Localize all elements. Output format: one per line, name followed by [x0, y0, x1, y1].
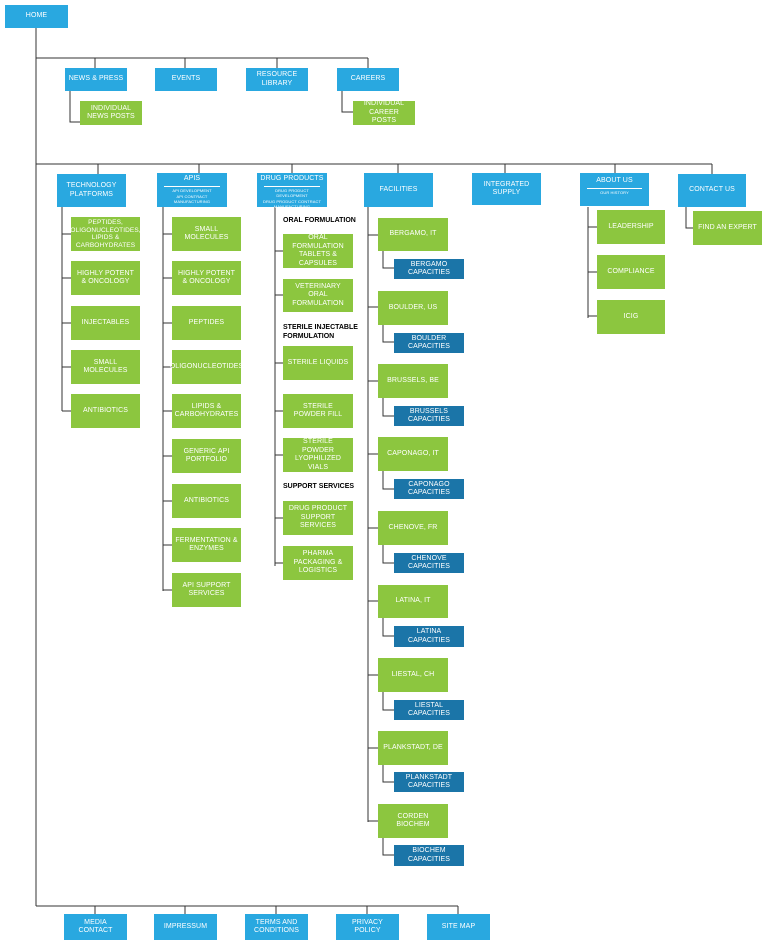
facilities-node[interactable]: FACILITIES [364, 173, 433, 207]
facility-capacities-node[interactable]: CHENOVE CAPACITIES [394, 553, 464, 573]
about-item[interactable]: ICIG [597, 300, 665, 334]
apis-item[interactable]: OLIGONUCLEOTIDES [170, 350, 243, 384]
apis-node[interactable]: APIS API DEVELOPMENT API CONTRACT MANUFA… [157, 173, 227, 207]
footer-media-contact[interactable]: MEDIA CONTACT [64, 914, 127, 940]
facility-node[interactable]: CORDEN BIOCHEM [378, 804, 448, 838]
facility-capacities-node[interactable]: LIESTAL CAPACITIES [394, 700, 464, 720]
divider [263, 185, 321, 187]
apis-item[interactable]: LIPIDS & CARBOHYDRATES [172, 394, 241, 428]
events-node[interactable]: EVENTS [155, 68, 217, 91]
apis-item[interactable]: SMALL MOLECULES [172, 217, 241, 251]
apis-item[interactable]: FERMENTATION & ENZYMES [172, 528, 241, 562]
divider [586, 187, 643, 189]
drug-products-node[interactable]: DRUG PRODUCTS DRUG PRODUCT DEVELOPMENT D… [257, 173, 327, 209]
about-item[interactable]: COMPLIANCE [597, 255, 665, 289]
careers-node[interactable]: CAREERS [337, 68, 399, 91]
about-item[interactable]: LEADERSHIP [597, 210, 665, 244]
drug-item[interactable]: DRUG PRODUCT SUPPORT SERVICES [283, 501, 353, 535]
individual-news-posts-node[interactable]: INDIVIDUAL NEWS POSTS [80, 101, 142, 125]
facility-capacities-node[interactable]: BOULDER CAPACITIES [394, 333, 464, 353]
facility-node[interactable]: CHENOVE, FR [378, 511, 448, 545]
facility-capacities-node[interactable]: BIOCHEM CAPACITIES [394, 845, 464, 866]
technology-item[interactable]: INJECTABLES [71, 306, 140, 340]
apis-item[interactable]: API SUPPORT SERVICES [172, 573, 241, 607]
apis-item[interactable]: GENERIC API PORTFOLIO [172, 439, 241, 473]
home-node[interactable]: HOME [5, 5, 68, 28]
facility-capacities-node[interactable]: PLANKSTADT CAPACITIES [394, 772, 464, 792]
oral-formulation-label: ORAL FORMULATION [283, 217, 356, 224]
contact-us-node[interactable]: CONTACT US [678, 174, 746, 207]
technology-item[interactable]: HIGHLY POTENT & ONCOLOGY [71, 261, 140, 295]
footer-terms[interactable]: TERMS AND CONDITIONS [245, 914, 308, 940]
facility-node[interactable]: LATINA, IT [378, 585, 448, 618]
support-services-label: SUPPORT SERVICES [283, 483, 355, 490]
technology-item[interactable]: PEPTIDES, OLIGONUCLEOTIDES, LIPIDS & CAR… [70, 217, 141, 251]
facility-node[interactable]: CAPONAGO, IT [378, 437, 448, 471]
facility-capacities-node[interactable]: BRUSSELS CAPACITIES [394, 406, 464, 426]
drug-item[interactable]: STERILE POWDER LYOPHILIZED VIALS [283, 438, 353, 472]
facility-node[interactable]: PLANKSTADT, DE [378, 731, 448, 765]
individual-career-posts-node[interactable]: INDIVIDUAL CAREER POSTS [353, 100, 415, 125]
about-us-node[interactable]: ABOUT US OUR HISTORY [580, 173, 649, 206]
sterile-injectable-label: STERILE INJECTABLE FORMULATION [283, 324, 358, 340]
drug-item[interactable]: ORAL FORMULATION TABLETS & CAPSULES [283, 234, 353, 268]
drug-item[interactable]: STERILE POWDER FILL [283, 394, 353, 428]
facility-node[interactable]: BOULDER, US [378, 291, 448, 325]
news-press-node[interactable]: NEWS & PRESS [65, 68, 127, 91]
drug-item[interactable]: VETERINARY ORAL FORMULATION [283, 279, 353, 312]
drug-item[interactable]: STERILE LIQUIDS [283, 346, 353, 380]
technology-platforms-node[interactable]: TECHNOLOGY PLATFORMS [57, 174, 126, 207]
facility-capacities-node[interactable]: LATINA CAPACITIES [394, 626, 464, 647]
footer-site-map[interactable]: SITE MAP [427, 914, 490, 940]
find-an-expert-node[interactable]: FIND AN EXPERT [693, 211, 762, 245]
facility-capacities-node[interactable]: CAPONAGO CAPACITIES [394, 479, 464, 499]
facility-node[interactable]: BERGAMO, IT [378, 218, 448, 251]
facility-node[interactable]: BRUSSELS, BE [378, 364, 448, 398]
facility-capacities-node[interactable]: BERGAMO CAPACITIES [394, 259, 464, 279]
apis-item[interactable]: ANTIBIOTICS [172, 484, 241, 518]
technology-item[interactable]: SMALL MOLECULES [71, 350, 140, 384]
technology-item[interactable]: ANTIBIOTICS [71, 394, 140, 428]
integrated-supply-node[interactable]: INTEGRATED SUPPLY [472, 173, 541, 205]
drug-item[interactable]: PHARMA PACKAGING & LOGISTICS [283, 546, 353, 580]
facility-node[interactable]: LIESTAL, CH [378, 658, 448, 692]
divider [163, 185, 221, 187]
apis-item[interactable]: PEPTIDES [172, 306, 241, 340]
footer-impressum[interactable]: IMPRESSUM [154, 914, 217, 940]
apis-item[interactable]: HIGHLY POTENT & ONCOLOGY [172, 261, 241, 295]
resource-library-node[interactable]: RESOURCE LIBRARY [246, 68, 308, 91]
footer-privacy-policy[interactable]: PRIVACY POLICY [336, 914, 399, 940]
